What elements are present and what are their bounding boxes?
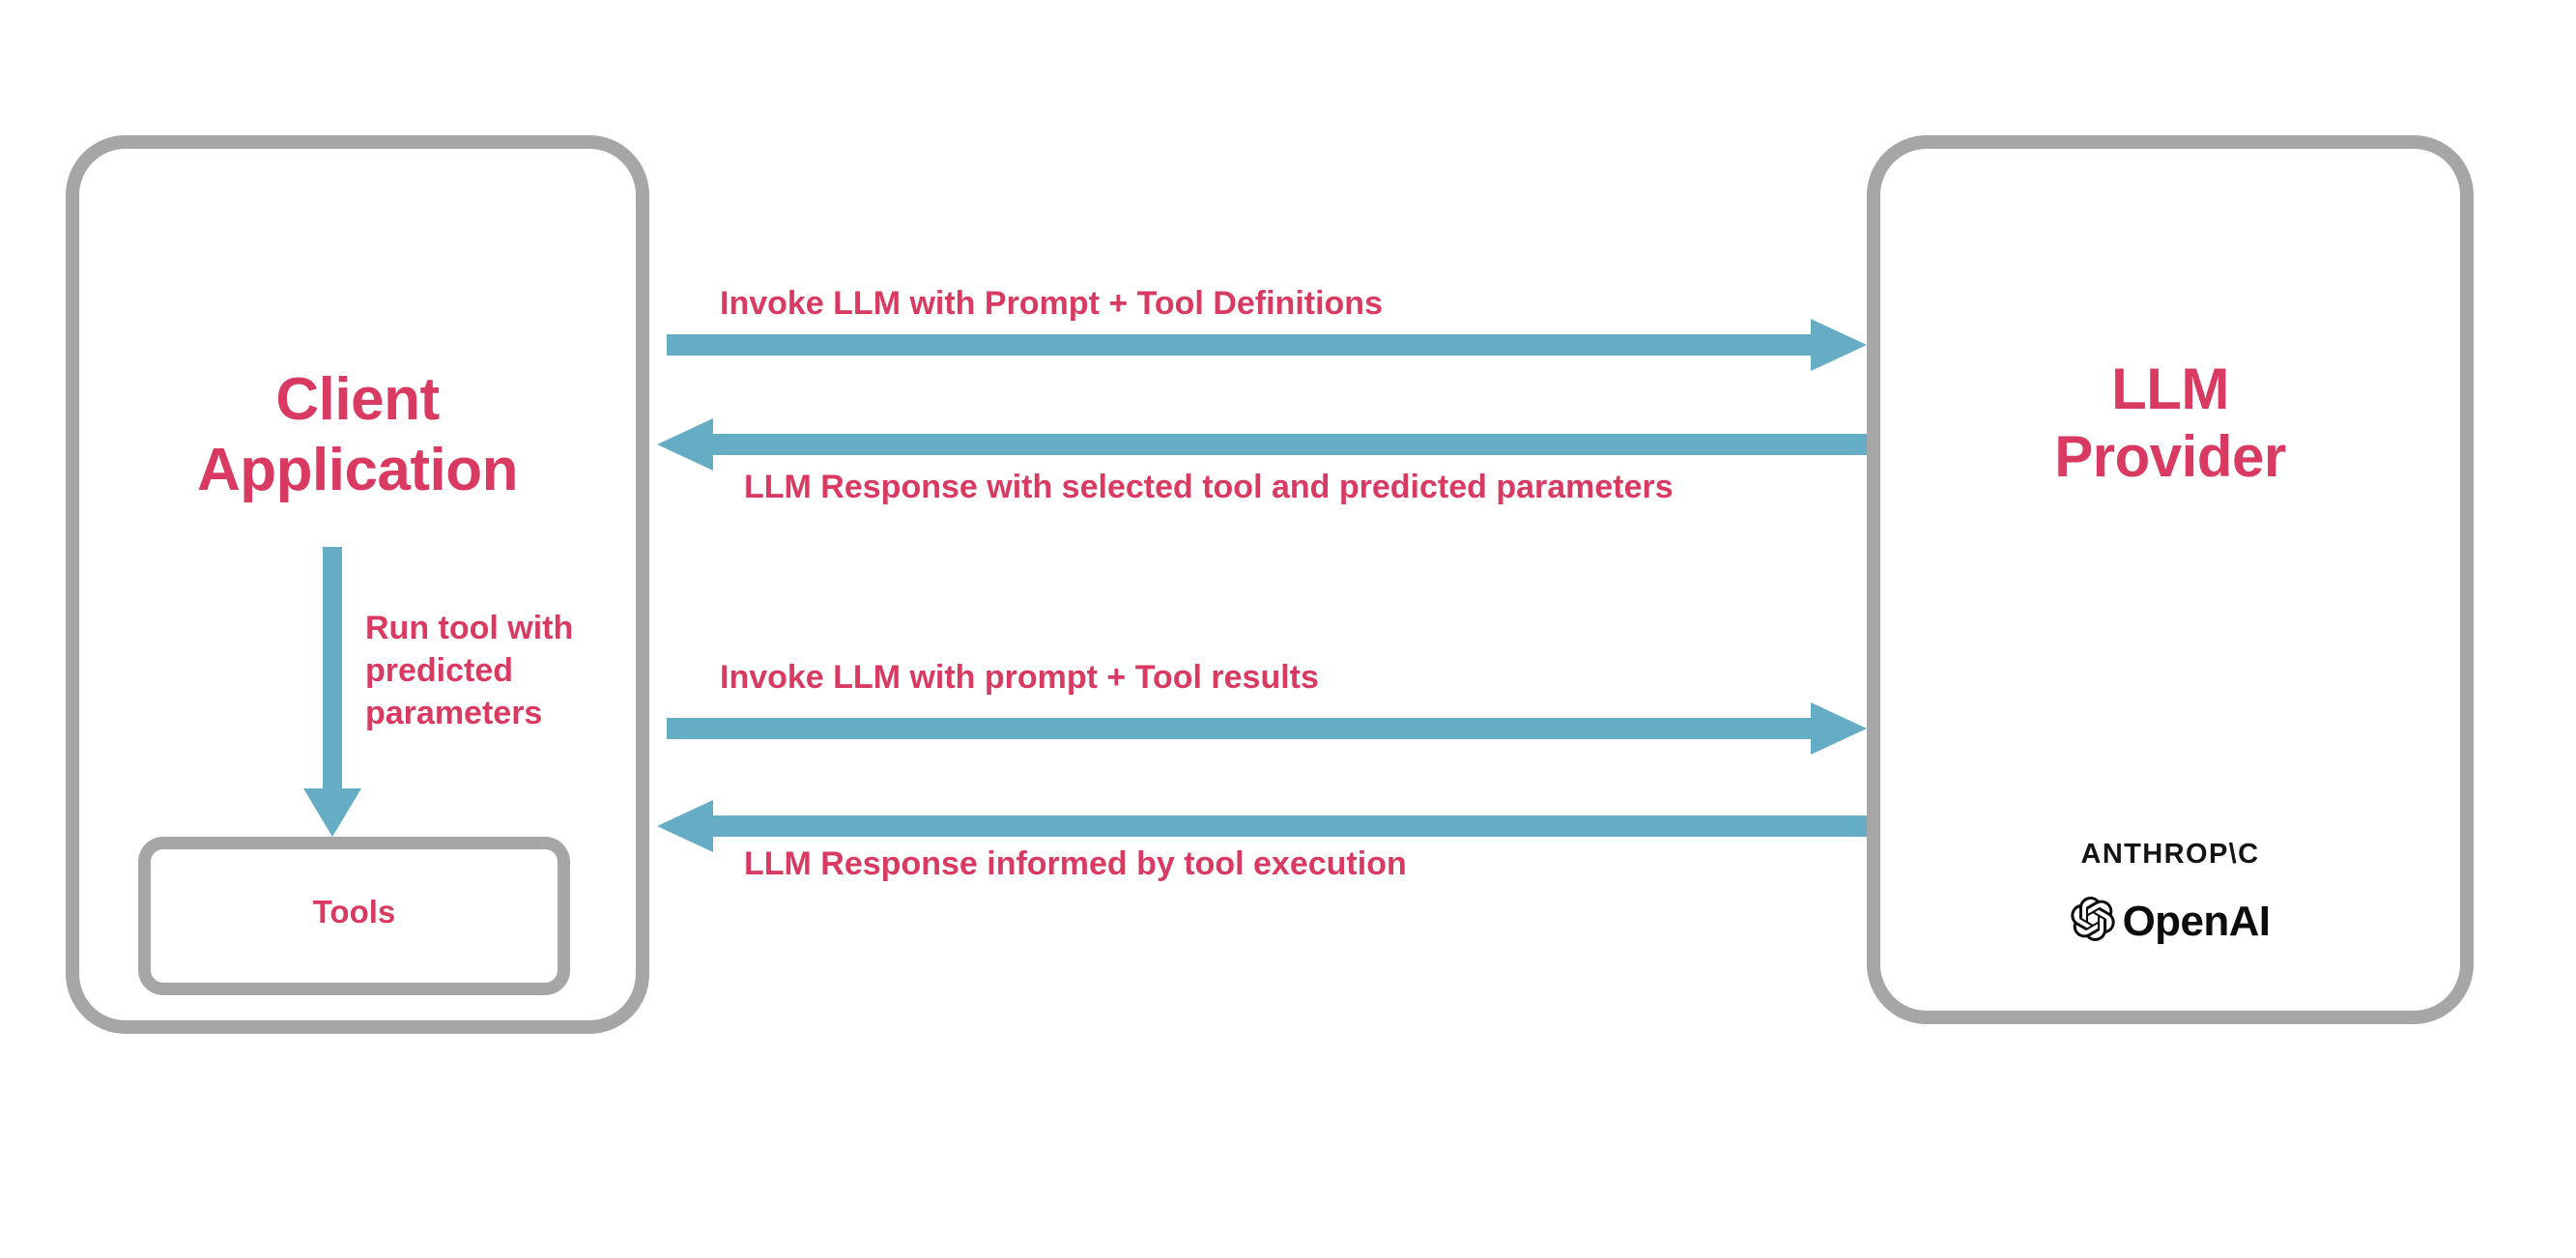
arrow-right-icon <box>667 702 1867 755</box>
openai-logo: OpenAI <box>1867 897 2474 946</box>
tools-label: Tools <box>312 894 396 929</box>
message-label-response-2: LLM Response informed by tool execution <box>744 845 1407 882</box>
message-label-response-1: LLM Response with selected tool and pred… <box>744 469 1674 505</box>
anthropic-logo: ANTHROP\C <box>2080 839 2260 870</box>
arrow-left-icon <box>657 418 1867 471</box>
llm-provider-box <box>1867 135 2474 1024</box>
tools-box <box>138 837 570 995</box>
openai-wordmark: OpenAI <box>2122 897 2271 945</box>
arrow-right-icon <box>667 319 1867 371</box>
arrow-left-icon <box>657 800 1867 852</box>
llm-provider-title: LLM Provider <box>2054 357 2286 490</box>
message-label-invoke-1: Invoke LLM with Prompt + Tool Definition… <box>720 285 1383 322</box>
message-label-invoke-2: Invoke LLM with prompt + Tool results <box>720 659 1319 696</box>
client-application-title: Client Application <box>196 366 519 503</box>
run-tool-label: Run tool with predicted parameters <box>365 610 574 732</box>
openai-mark-icon <box>2070 897 2115 946</box>
arrow-down-icon <box>294 547 371 843</box>
